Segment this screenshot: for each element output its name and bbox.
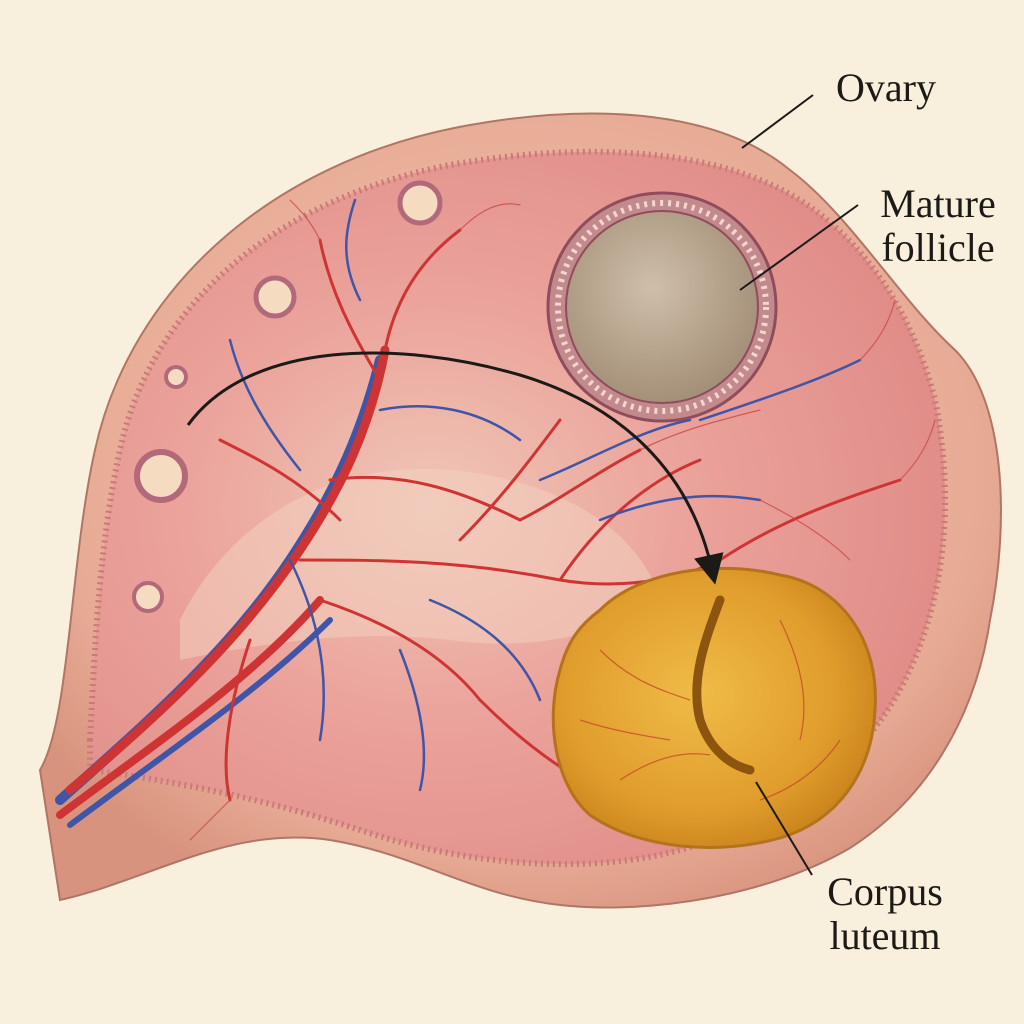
curved-arrow-icon <box>186 351 724 585</box>
ovary-medulla <box>180 468 660 660</box>
label-ovary-text: Ovary <box>836 65 936 110</box>
blood-vessels <box>55 198 936 841</box>
corpus-luteum <box>551 566 877 849</box>
label-mature-follicle: Mature follicle <box>858 182 1018 270</box>
label-ovary: Ovary <box>806 66 966 110</box>
ovary-leader-line <box>741 94 814 149</box>
primordial-follicles <box>132 180 443 613</box>
label-corpus-luteum-line1: Corpus <box>827 869 943 914</box>
label-corpus-luteum-line2: luteum <box>829 913 941 958</box>
mature-follicle <box>546 191 778 423</box>
corpus-luteum-leader-line <box>755 781 813 876</box>
label-mature-follicle-line2: follicle <box>881 225 995 270</box>
label-mature-follicle-line1: Mature <box>880 181 996 226</box>
follicle-leader-line <box>739 204 859 291</box>
label-corpus-luteum: Corpus luteum <box>800 870 970 958</box>
